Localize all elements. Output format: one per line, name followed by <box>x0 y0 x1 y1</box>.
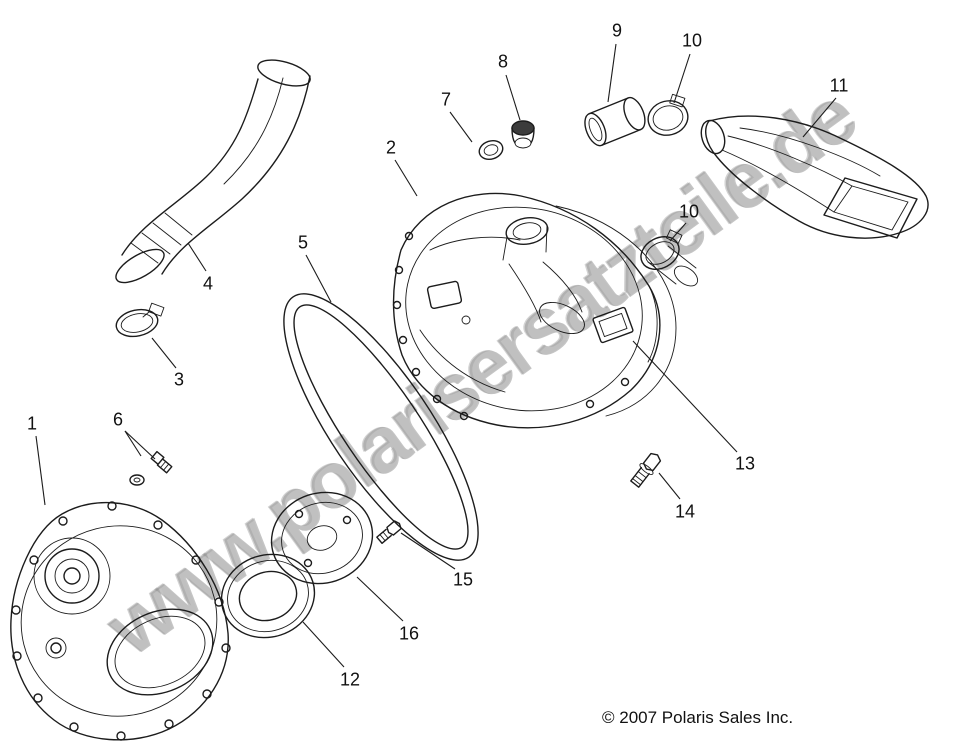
drive-belt-drawing <box>283 293 479 561</box>
callout-10b: 10 <box>678 201 700 222</box>
callout-1: 1 <box>26 413 38 434</box>
callout-16: 16 <box>398 623 420 644</box>
callout-9: 9 <box>611 20 623 41</box>
clamp-upper-drawing <box>647 93 689 136</box>
callout-3: 3 <box>173 369 185 390</box>
callout-7: 7 <box>440 89 452 110</box>
screw-drawing <box>376 520 402 544</box>
callout-2: 2 <box>385 137 397 158</box>
callout-12: 12 <box>339 669 361 690</box>
air-box-drawing <box>700 115 929 239</box>
bolt-drawing <box>630 452 662 488</box>
outer-clutch-cover-drawing <box>10 501 231 741</box>
callout-10a: 10 <box>681 30 703 51</box>
callout-14: 14 <box>674 501 696 522</box>
hose-clamp-drawing <box>115 302 165 338</box>
callout-13: 13 <box>734 453 756 474</box>
intake-duct-drawing <box>115 59 311 284</box>
callout-15: 15 <box>452 569 474 590</box>
leader-lines <box>35 43 837 668</box>
callout-8: 8 <box>497 51 509 72</box>
decal-drawing <box>592 306 634 344</box>
callout-4: 4 <box>202 273 214 294</box>
callout-6: 6 <box>112 409 124 430</box>
inner-clutch-cover-drawing <box>392 192 677 429</box>
coupler-hose-drawing <box>584 96 646 147</box>
callout-5: 5 <box>297 232 309 253</box>
fastener-drawing <box>129 450 173 486</box>
grommet-drawing <box>511 120 535 149</box>
callout-11: 11 <box>829 75 849 96</box>
clamp-lower-drawing <box>640 229 699 287</box>
washer-drawing <box>478 139 504 161</box>
seal-ring-drawing <box>220 553 316 639</box>
cover-plate-drawing <box>270 491 374 585</box>
copyright-text: © 2007 Polaris Sales Inc. <box>602 708 794 727</box>
